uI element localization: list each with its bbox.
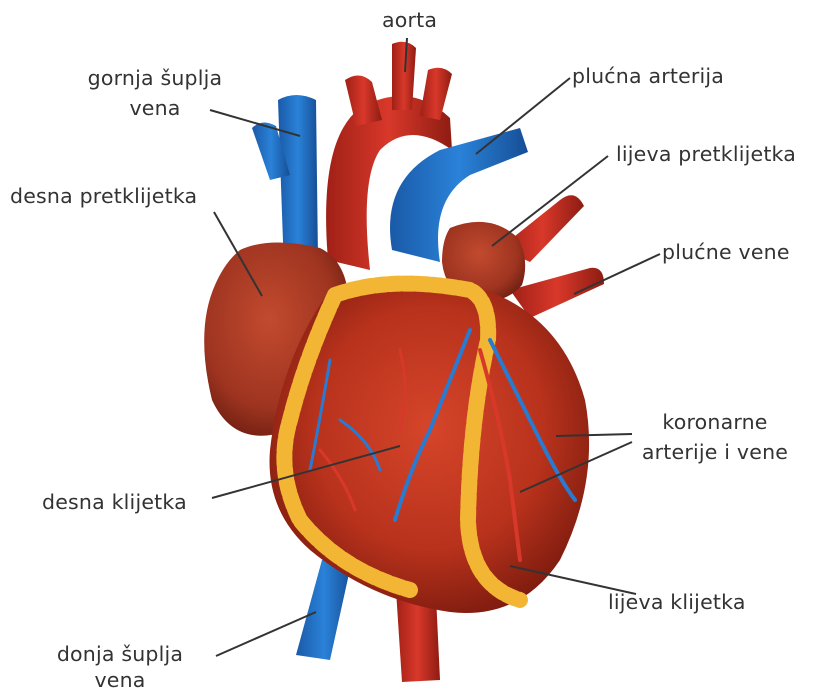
aorta-branch-3 xyxy=(420,68,452,120)
label-koronarne-1: koronarne xyxy=(630,410,800,435)
label-lijeva-klijetka: lijeva klijetka xyxy=(608,590,746,615)
label-donja-supljia-vena-2: vena xyxy=(20,668,220,693)
label-desna-klijetka: desna klijetka xyxy=(42,490,187,515)
label-gornja-supljia-vena-2: vena xyxy=(60,96,250,121)
inferior-vena-cava xyxy=(296,560,352,660)
label-koronarne-2: arterije i vene xyxy=(630,440,800,465)
label-gornja-supljia-vena-1: gornja šuplja xyxy=(60,66,250,91)
label-lijeva-pretklijetka: lijeva pretklijetka xyxy=(616,142,796,167)
label-desna-pretklijetka: desna pretklijetka xyxy=(10,184,197,209)
label-aorta: aorta xyxy=(382,8,437,33)
label-plucne-vene: plućne vene xyxy=(662,240,790,265)
aorta-branch-2 xyxy=(392,42,416,110)
label-donja-supljia-vena-1: donja šuplja xyxy=(20,642,220,667)
label-plucna-arterija: plućna arterija xyxy=(572,64,724,89)
